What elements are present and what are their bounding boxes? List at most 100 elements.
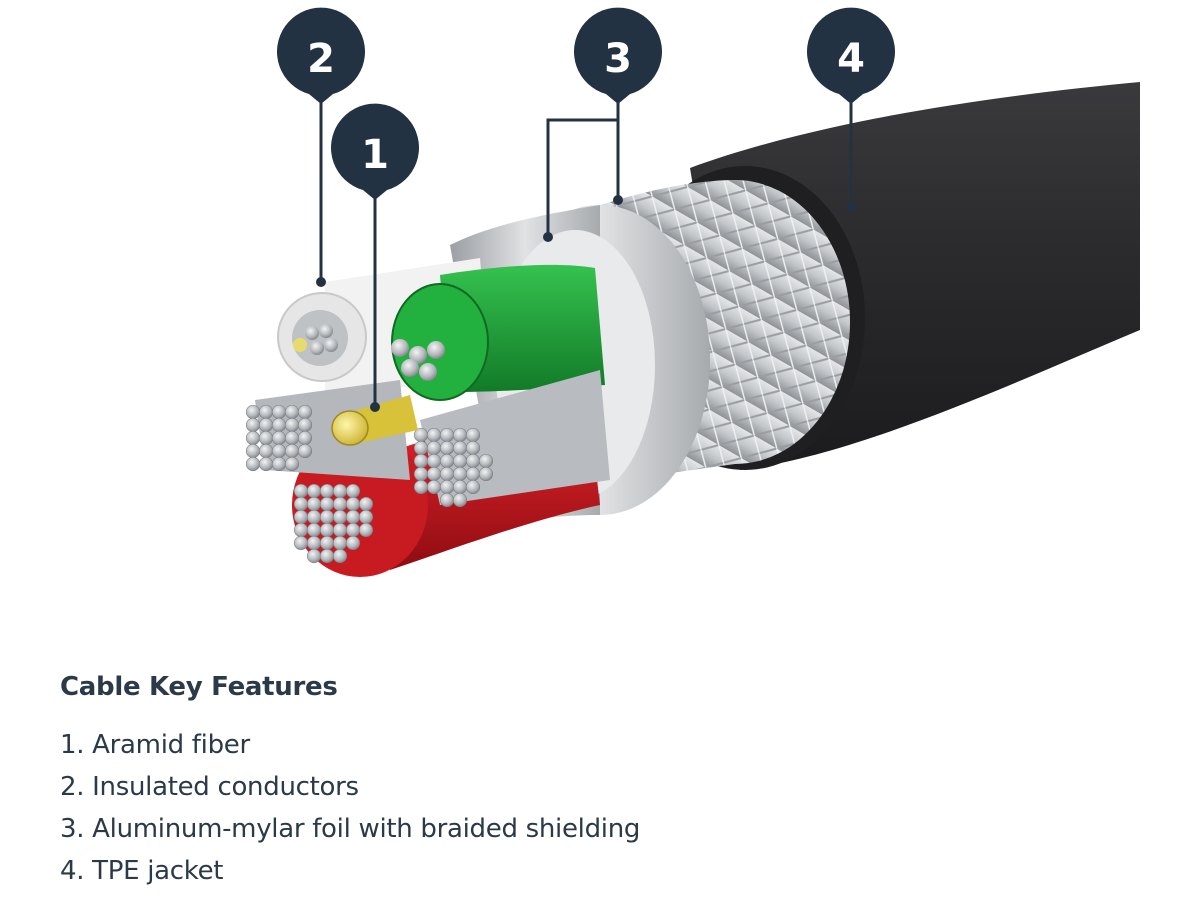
wire-strand-end: [358, 496, 374, 512]
wire-strand-end: [478, 466, 494, 482]
wire-strand-end: [465, 466, 481, 482]
wire-strand-end: [452, 453, 468, 469]
wire-strand-end: [319, 548, 335, 564]
wire-strand-end: [293, 535, 309, 551]
callout-badge-1: 1: [331, 103, 420, 200]
wire-strand-end: [413, 466, 429, 482]
wire-strand-end: [284, 443, 300, 459]
wire-strand-end: [452, 466, 468, 482]
wire-strand-end: [271, 404, 287, 420]
wire-strand-end: [271, 456, 287, 472]
callout-number-2: 2: [307, 36, 335, 82]
wire-strand-end: [439, 440, 455, 456]
wire-strand-end: [426, 440, 442, 456]
callout-number-3: 3: [604, 36, 632, 82]
wire-strand-end: [452, 492, 468, 508]
wire-strand-end: [297, 430, 313, 446]
wire-strand-end: [271, 417, 287, 433]
wire-strand-end: [465, 479, 481, 495]
strand-ends-left: [245, 404, 313, 472]
wire-strand-end: [297, 404, 313, 420]
wire-strand-end: [452, 427, 468, 443]
features-list: 1. Aramid fiber 2. Insulated conductors …: [60, 724, 1160, 892]
wire-strand-end: [413, 479, 429, 495]
strand-ends-right: [413, 427, 494, 508]
wire-strand-end: [258, 430, 274, 446]
wire-strand-end: [358, 509, 374, 525]
feature-item-tpe-jacket: 4. TPE jacket: [60, 856, 224, 886]
wire-strand-end: [284, 404, 300, 420]
callout-dots: [316, 195, 856, 412]
wire-strand-end: [297, 417, 313, 433]
callout-badge-4: 4: [806, 7, 895, 105]
wire-strand-end: [478, 453, 494, 469]
wire-strand-end: [426, 427, 442, 443]
wire-strand-end: [345, 483, 361, 499]
feature-item-aramid-fiber: 1. Aramid fiber: [60, 730, 250, 760]
wire-strand-end: [439, 479, 455, 495]
wire-strand-end: [306, 522, 322, 538]
wire-strand-end: [306, 483, 322, 499]
wire-strand-end: [439, 492, 455, 508]
wire-strand-end: [297, 443, 313, 459]
wire-strand-end: [258, 456, 274, 472]
callout-badge-2: 2: [277, 7, 366, 104]
callout-number-4: 4: [837, 36, 865, 82]
wire-strand-end: [439, 427, 455, 443]
wire-strand-end: [306, 509, 322, 525]
wire-strand-end: [293, 522, 309, 538]
wire-strand-end: [245, 443, 261, 459]
feature-item-insulated-conductors: 2. Insulated conductors: [60, 772, 359, 802]
wire-strand-end: [426, 453, 442, 469]
wire-strand-end: [332, 535, 348, 551]
wire-strand-end: [465, 453, 481, 469]
wire-strand-end: [319, 496, 335, 512]
wire-strand-end: [284, 417, 300, 433]
strand-ends-red: [293, 483, 374, 564]
wire-strand-end: [452, 479, 468, 495]
wire-strand-end: [306, 496, 322, 512]
wire-strand-end: [284, 430, 300, 446]
wire-strand-end: [245, 404, 261, 420]
wire-strand-end: [413, 440, 429, 456]
callout-badge-3: 3: [574, 7, 662, 104]
wire-strand-end: [293, 509, 309, 525]
wire-strand-end: [319, 483, 335, 499]
wire-strand-end: [306, 548, 322, 564]
wire-strand-end: [319, 522, 335, 538]
wire-strand-end: [258, 417, 274, 433]
wire-strand-end: [413, 453, 429, 469]
wire-strand-end: [271, 430, 287, 446]
cable-cross-section-diagram: 2 1 3 4: [245, 7, 1140, 577]
wire-strand-end: [426, 466, 442, 482]
wire-strand-end: [439, 466, 455, 482]
wire-strand-end: [345, 496, 361, 512]
wire-strand-end: [258, 443, 274, 459]
wire-strand-end: [293, 496, 309, 512]
cable-key-features: Cable Key Features 1. Aramid fiber 2. In…: [60, 672, 1160, 892]
wire-strand-end: [345, 535, 361, 551]
wire-strand-end: [426, 479, 442, 495]
wire-strand-end: [306, 535, 322, 551]
wire-strand-end: [258, 404, 274, 420]
wire-strand-end: [245, 417, 261, 433]
aramid-fiber: [331, 395, 418, 446]
wire-strand-end: [439, 453, 455, 469]
wire-strand-end: [293, 483, 309, 499]
green-conductor: [391, 264, 605, 401]
feature-item-foil-braided-shielding: 3. Aluminum-mylar foil with braided shie…: [60, 814, 641, 844]
wire-strand-end: [332, 483, 348, 499]
callout-number-1: 1: [361, 132, 389, 178]
wire-strand-end: [345, 522, 361, 538]
wire-strand-end: [245, 430, 261, 446]
wire-strand-end: [465, 427, 481, 443]
wire-strand-end: [245, 456, 261, 472]
wire-strand-end: [284, 456, 300, 472]
wire-strand-end: [332, 496, 348, 512]
wire-strand-end: [465, 440, 481, 456]
wire-strand-end: [332, 522, 348, 538]
features-title: Cable Key Features: [60, 672, 338, 702]
wire-strand-end: [271, 443, 287, 459]
wire-strand-end: [358, 522, 374, 538]
wire-strand-end: [452, 440, 468, 456]
